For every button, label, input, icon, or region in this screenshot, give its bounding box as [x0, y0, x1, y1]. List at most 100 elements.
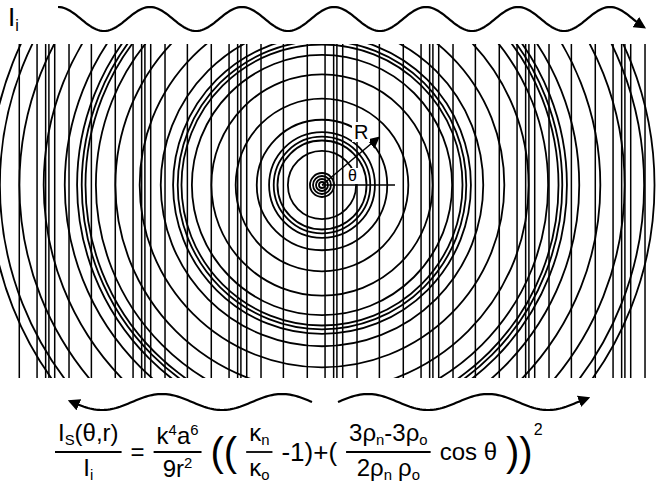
- scattered-wave: [85, 44, 558, 378]
- equation-term: 2: [534, 421, 543, 438]
- equation-term: I: [58, 419, 65, 446]
- equation-group: -1)+(: [281, 439, 337, 465]
- numerator: 3ρn-3ρo: [349, 421, 428, 448]
- wave-front: [68, 44, 70, 378]
- numerator: k4a6: [157, 423, 199, 448]
- reference-axis: [322, 184, 395, 186]
- denominator: 9r2: [163, 456, 193, 481]
- equation-group: cos θ: [440, 440, 497, 464]
- equation-group: =: [131, 440, 145, 464]
- scattered-wave: [178, 44, 467, 329]
- scattered-wave: [0, 44, 644, 378]
- scattered-wave: [44, 44, 601, 378]
- incident-wave: [58, 7, 644, 31]
- scattered-wave: [0, 44, 655, 378]
- subscript: n: [261, 432, 269, 448]
- denominator: 2ρnρo: [357, 456, 420, 483]
- subscript: S: [65, 432, 75, 448]
- wave-front: [644, 44, 646, 378]
- wave-front: [571, 44, 573, 378]
- scattered-wave: [65, 44, 579, 378]
- wave-front: [237, 44, 239, 378]
- equation-term: ((: [211, 430, 238, 474]
- angle-label: θ: [348, 167, 357, 184]
- scattered-wave: [19, 44, 624, 378]
- numerator: IS(θ,r): [58, 421, 119, 448]
- exponent: 2: [184, 455, 192, 471]
- label-group: Ii: [8, 4, 19, 33]
- intensity-symbol: I: [8, 2, 15, 32]
- scattered-wave: [96, 44, 548, 378]
- subscript: o: [419, 432, 427, 448]
- label-group: θ: [346, 168, 359, 184]
- subscript: i: [90, 467, 93, 483]
- wave-front: [36, 44, 38, 378]
- scattered-wave: [211, 74, 432, 295]
- subscript: n: [384, 467, 392, 483]
- wave-front: [516, 44, 518, 378]
- wave-front: [324, 44, 326, 378]
- equation-term: )): [506, 430, 533, 474]
- radius-label: R: [354, 121, 368, 143]
- equation-term: ρ: [398, 454, 412, 481]
- wave-front: [144, 44, 146, 378]
- wave-front: [91, 44, 93, 378]
- fraction-bar: [346, 451, 431, 453]
- scattered-wave: [236, 99, 409, 272]
- equation-term: k: [157, 422, 169, 449]
- fraction: 3ρn-3ρo2ρnρo: [346, 421, 431, 484]
- denominator: Ii: [83, 456, 93, 483]
- wave-front: [595, 44, 597, 378]
- wave-front: [150, 44, 152, 378]
- equation-term: (θ,r): [75, 419, 119, 446]
- equation-term: 3ρ: [349, 419, 376, 446]
- equation-group: 2: [534, 422, 543, 438]
- numerator: κn: [249, 421, 269, 448]
- equation-term: cos θ: [440, 438, 497, 465]
- subscript: i: [15, 16, 19, 34]
- exponent: 4: [169, 422, 177, 438]
- scattered-wave: [173, 44, 471, 334]
- forward-scatter-wave: [338, 394, 588, 410]
- equation-term: I: [83, 454, 90, 481]
- wave-front: [452, 44, 454, 378]
- radius-arrow: [322, 138, 378, 185]
- fraction: κnκo: [246, 421, 272, 484]
- fraction-bar: [55, 451, 122, 453]
- exponent: 6: [190, 422, 198, 438]
- fraction-bar: [246, 451, 272, 453]
- equation-term: κ: [249, 454, 261, 481]
- equation-term: 2ρ: [357, 454, 384, 481]
- scattered-wave: [140, 44, 505, 367]
- fraction: IS(θ,r)Ii: [55, 421, 122, 484]
- denominator: κo: [249, 456, 269, 483]
- scattered-wave: [82, 44, 563, 378]
- subscript: o: [261, 467, 269, 483]
- scattered-wave: [192, 55, 452, 315]
- scattered-wave: [181, 44, 462, 325]
- fraction: k4a6 9r2: [154, 423, 202, 481]
- equation-term: -3ρ: [384, 419, 419, 446]
- scattered-wave: [115, 44, 528, 378]
- wave-field: [0, 44, 661, 378]
- equation-term: -1)+(: [281, 437, 337, 467]
- equation-term: κ: [249, 419, 261, 446]
- wave-front: [612, 44, 614, 378]
- scattered-wave: [161, 44, 483, 346]
- wave-front: [420, 44, 422, 378]
- wave-front: [48, 44, 50, 378]
- equation-term: 9r: [163, 455, 184, 482]
- subscript: o: [412, 467, 420, 483]
- equation-group: )): [506, 432, 533, 472]
- equation-group: ((: [211, 432, 238, 472]
- wave-front: [475, 44, 477, 378]
- wave-front: [499, 44, 501, 378]
- scattered-wave: [77, 44, 567, 378]
- label-group: R: [352, 122, 370, 142]
- equation-term: =: [131, 438, 145, 465]
- backscatter-wave: [70, 394, 312, 410]
- wave-front: [379, 44, 381, 378]
- fraction-bar: [154, 451, 202, 453]
- subscript: n: [376, 432, 384, 448]
